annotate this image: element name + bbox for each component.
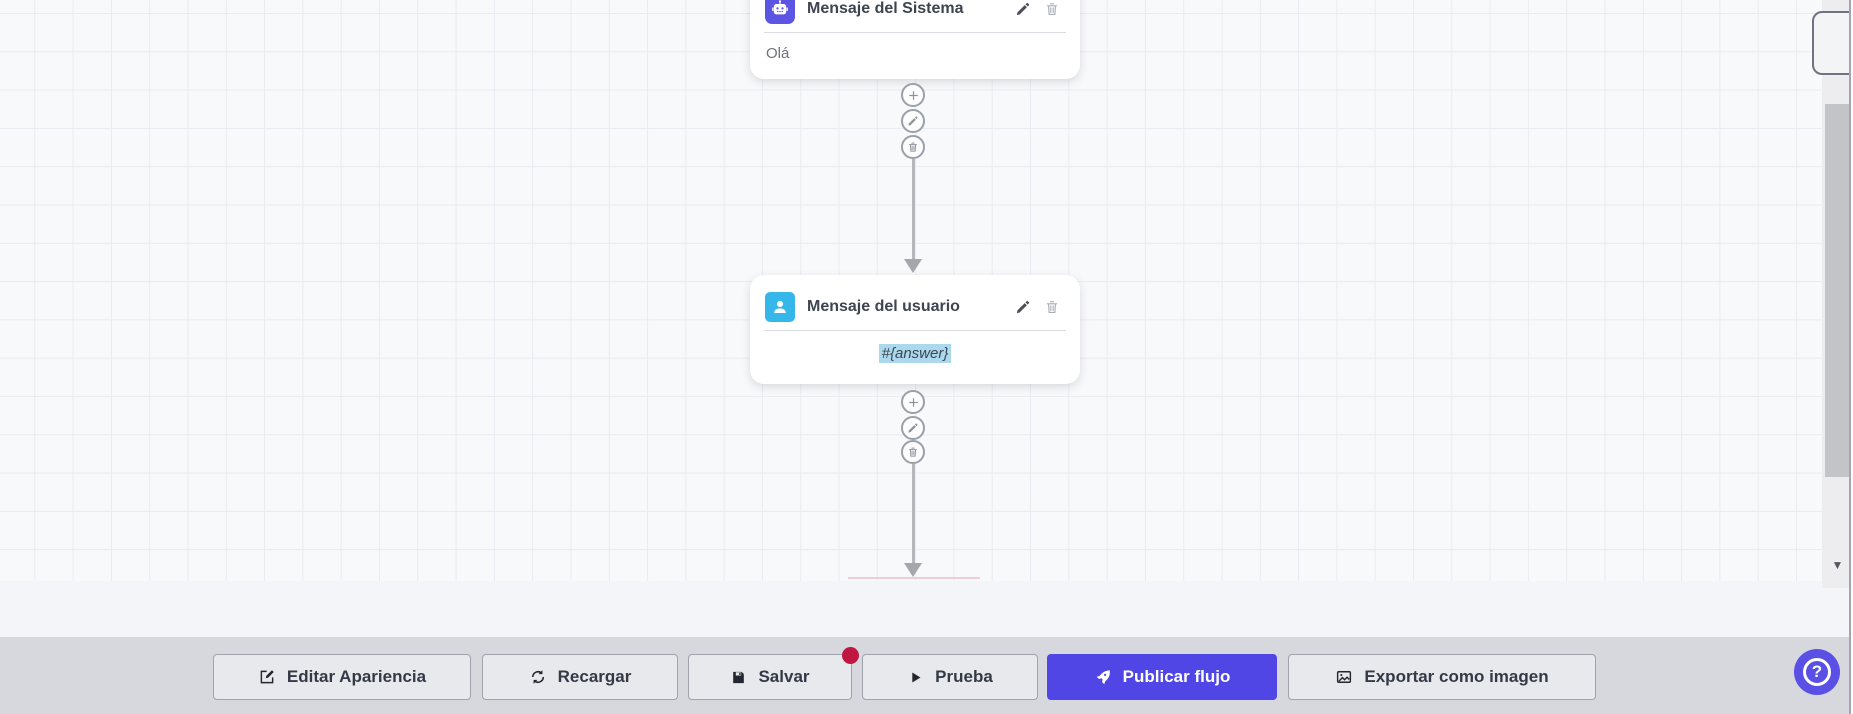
button-label: Publicar flujo [1122, 667, 1231, 686]
edit-appearance-button[interactable]: Editar Apariencia [213, 654, 471, 700]
node-card-system-message[interactable]: Mensaje del Sistema Olá [750, 0, 1080, 79]
next-node-edge [848, 577, 980, 579]
add-node-button[interactable] [901, 83, 925, 107]
button-label: Salvar [758, 667, 810, 686]
save-button[interactable]: Salvar [688, 647, 859, 700]
button-label: Exportar como imagen [1364, 667, 1549, 686]
publish-flow-button[interactable]: Publicar flujo [1047, 654, 1277, 700]
node-title: Mensaje del usuario [807, 298, 960, 315]
scrollbar-thumb[interactable] [1825, 104, 1850, 477]
delete-node-icon[interactable] [1044, 299, 1060, 315]
edit-node-icon[interactable] [1015, 299, 1031, 315]
robot-icon [765, 0, 795, 24]
play-icon [912, 672, 921, 682]
unsaved-changes-badge [842, 647, 859, 664]
edit-node-icon[interactable] [1015, 1, 1031, 17]
delete-node-icon[interactable] [1044, 1, 1060, 17]
connector-arrow-icon [904, 259, 922, 273]
delete-connection-button[interactable] [901, 135, 925, 159]
edit-connection-button[interactable] [901, 109, 925, 133]
canvas-footer-strip [0, 581, 1853, 637]
save-icon [733, 671, 745, 683]
connector-arrow-icon [904, 563, 922, 577]
export-image-button[interactable]: Exportar como imagen [1288, 654, 1596, 700]
connector-line [912, 159, 915, 259]
test-button[interactable]: Prueba [862, 654, 1038, 700]
node-header: Mensaje del usuario [750, 275, 1080, 330]
node-content: Olá [766, 45, 790, 62]
node-card-user-message[interactable]: Mensaje del usuario #{answe [750, 275, 1080, 384]
edit-square-icon [260, 670, 274, 684]
node-content: #{answer} [750, 331, 1080, 384]
image-icon [1337, 671, 1352, 683]
bottom-toolbar: Editar Apariencia Recargar Salvar [0, 637, 1853, 714]
flow-canvas[interactable]: Mensaje del Sistema Olá [0, 0, 1822, 581]
variable-token[interactable]: #{answer} [878, 344, 952, 363]
rocket-icon [1096, 670, 1110, 685]
window-edge-highlight [1851, 0, 1853, 714]
edit-connection-button[interactable] [901, 416, 925, 440]
refresh-icon [531, 670, 544, 684]
button-label: Recargar [557, 667, 632, 686]
scroll-down-button[interactable]: ▼ [1831, 558, 1844, 572]
question-mark-icon: ? [1803, 658, 1831, 686]
delete-connection-button[interactable] [901, 440, 925, 464]
help-button[interactable]: ? [1794, 649, 1840, 695]
canvas-controls-panel-cutoff[interactable] [1812, 11, 1853, 75]
node-title: Mensaje del Sistema [807, 0, 964, 17]
reload-button[interactable]: Recargar [482, 654, 678, 700]
button-label: Prueba [935, 667, 993, 686]
connector-line [912, 464, 915, 563]
user-icon [765, 292, 795, 322]
vertical-scrollbar[interactable]: ▼ [1822, 0, 1853, 588]
node-header: Mensaje del Sistema [750, 0, 1080, 32]
button-label: Editar Apariencia [286, 667, 427, 686]
add-node-button[interactable] [901, 390, 925, 414]
node-divider [764, 330, 1066, 331]
node-divider [764, 32, 1066, 33]
window-edge-line [1849, 0, 1851, 714]
